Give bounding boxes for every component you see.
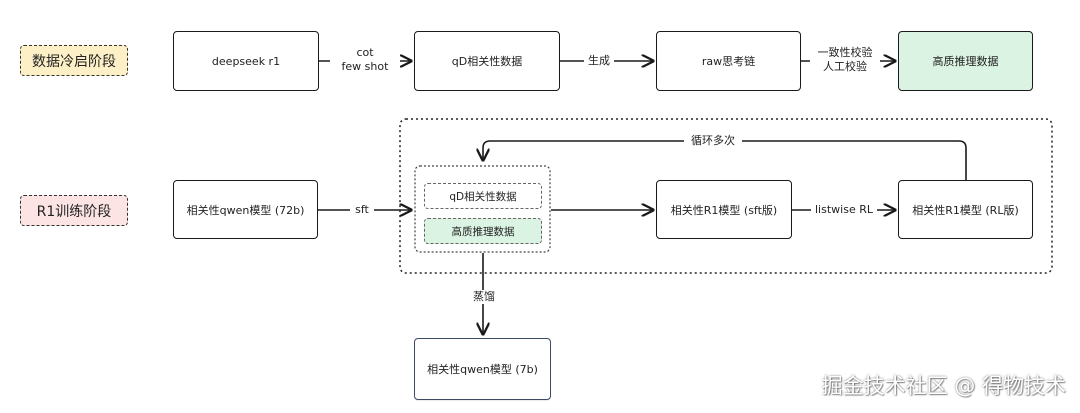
edge-label-cot: cot few shot — [330, 46, 400, 74]
rl-loop-region — [399, 118, 1053, 274]
stage-cold-start: 数据冷启阶段 — [20, 45, 128, 76]
node-r1-sft: 相关性R1模型 (sft版) — [656, 180, 792, 239]
edge-label-distill: 蒸馏 — [470, 290, 498, 304]
edge-label-listwise: listwise RL — [811, 203, 877, 217]
stage-r1-training: R1训练阶段 — [20, 195, 128, 226]
node-qd-data: qD相关性数据 — [414, 31, 560, 91]
watermark-text: 掘金技术社区 @ 得物技术 — [821, 374, 1066, 398]
node-raw-chain: raw思考链 — [656, 31, 801, 91]
node-qwen-72b: 相关性qwen模型 (72b) — [173, 180, 318, 239]
node-r1-rl: 相关性R1模型 (RL版) — [898, 180, 1033, 239]
edge-label-verify: 一致性校验 人工校验 — [810, 46, 880, 74]
node-qwen-7b: 相关性qwen模型 (7b) — [414, 338, 551, 400]
node-inner-hq-data: 高质推理数据 — [424, 218, 542, 244]
edge-label-cot-line2: few shot — [341, 60, 389, 73]
edge-label-verify-line1: 一致性校验 — [817, 46, 873, 59]
edge-label-loop: 循环多次 — [684, 134, 742, 148]
edge-label-verify-line2: 人工校验 — [823, 60, 867, 73]
node-hq-data: 高质推理数据 — [898, 31, 1033, 91]
edge-label-generate: 生成 — [584, 54, 614, 68]
edge-label-cot-line1: cot — [356, 46, 374, 59]
node-deepseek-r1: deepseek r1 — [173, 31, 319, 91]
edge-label-sft: sft — [350, 203, 374, 217]
node-inner-qd-data: qD相关性数据 — [424, 183, 542, 209]
